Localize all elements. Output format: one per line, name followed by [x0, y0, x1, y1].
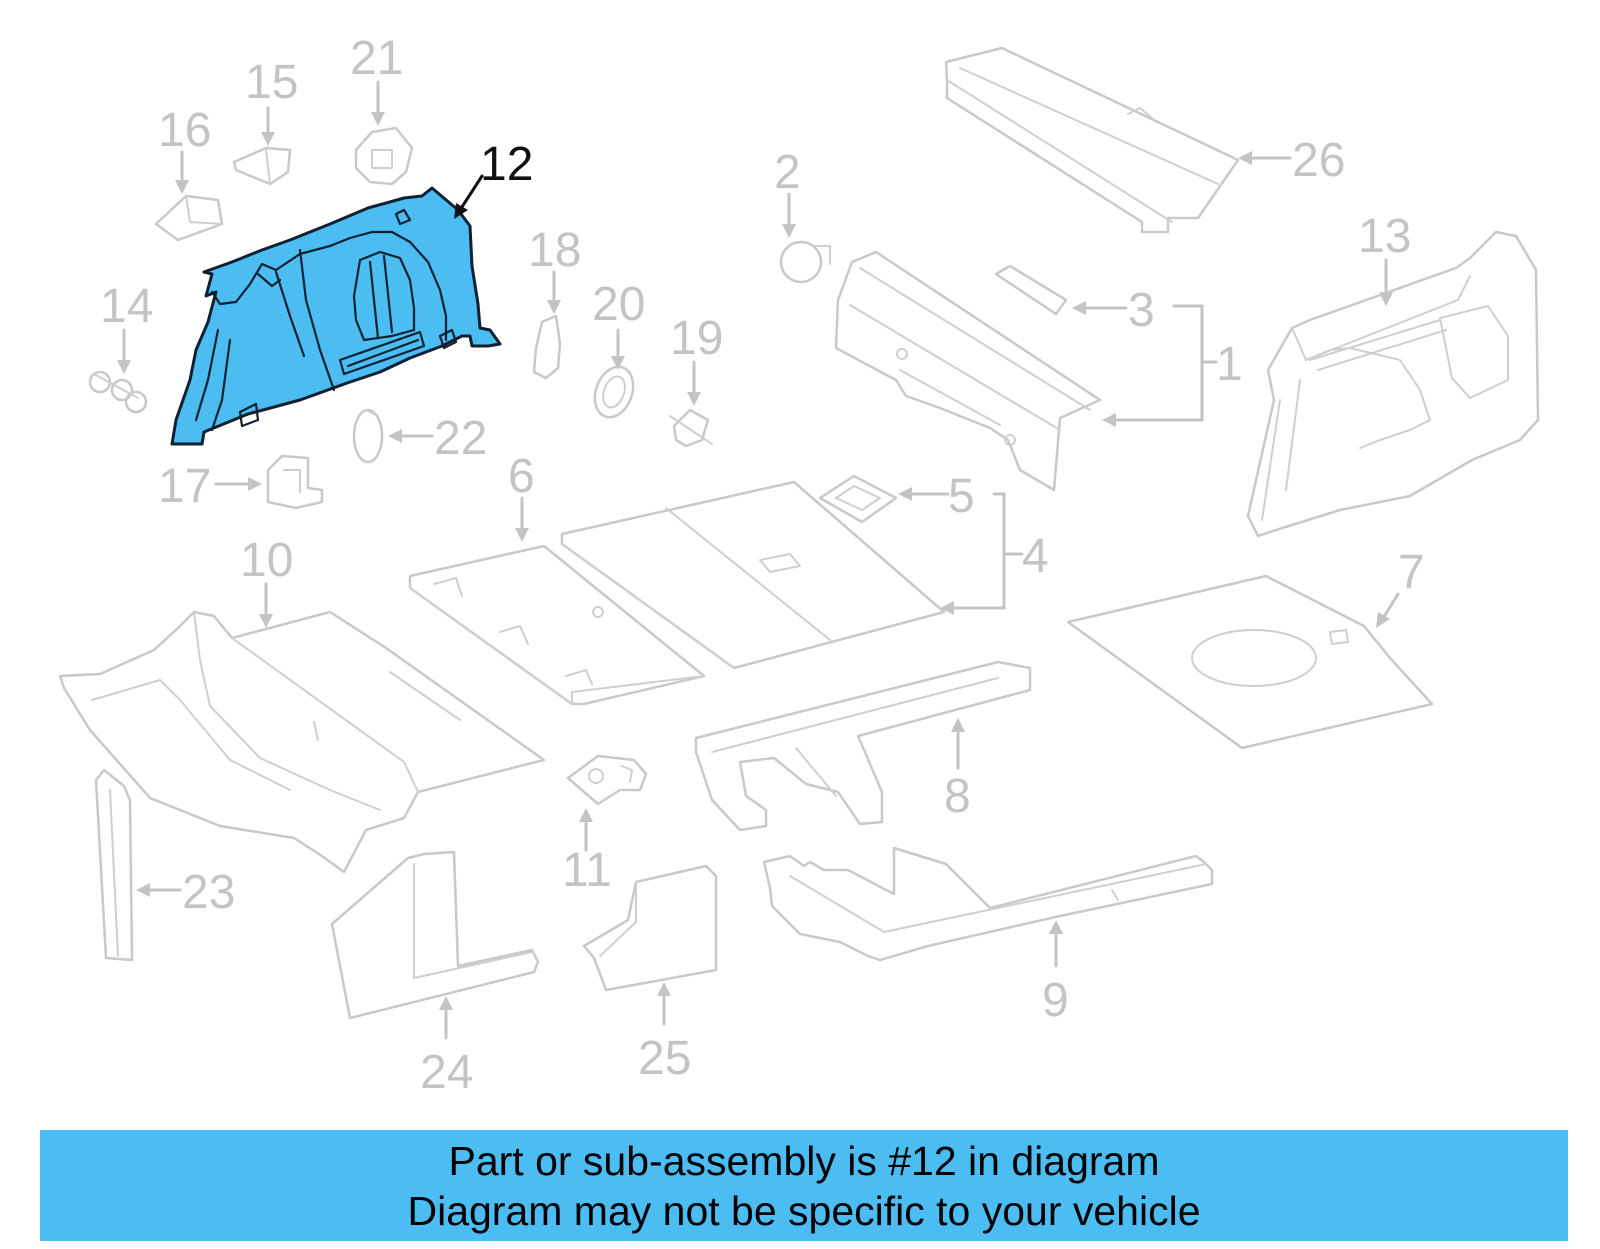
svg-text:25: 25	[638, 1032, 691, 1085]
banner-line-1: Part or sub-assembly is #12 in diagram	[448, 1137, 1160, 1184]
svg-text:5: 5	[948, 470, 975, 523]
part-26-cargo-cover	[944, 46, 1240, 234]
part-16-bracket	[154, 194, 224, 242]
callout-20: 20	[592, 278, 645, 370]
svg-text:14: 14	[100, 280, 153, 333]
svg-text:4: 4	[1022, 530, 1049, 583]
part-24-side-trim	[330, 850, 540, 1020]
callout-14: 14	[100, 280, 153, 374]
part-1-rear-panel	[834, 250, 1102, 492]
part-10-rear-floor	[58, 610, 546, 874]
callout-10: 10	[240, 534, 293, 628]
part-12-left-quarter-trim	[170, 186, 502, 446]
callout-19: 19	[670, 312, 723, 406]
part-5-cover	[818, 474, 898, 524]
part-6-floor-board	[408, 544, 706, 706]
callout-13: 13	[1358, 210, 1411, 306]
svg-text:12: 12	[480, 138, 533, 191]
callout-2: 2	[774, 146, 801, 238]
svg-text:3: 3	[1128, 284, 1155, 337]
svg-text:16: 16	[158, 104, 211, 157]
callout-11: 11	[562, 808, 612, 897]
part-21-retainer	[354, 126, 414, 186]
svg-text:19: 19	[670, 312, 723, 365]
callout-7: 7	[1376, 546, 1425, 628]
info-banner: Part or sub-assembly is #12 in diagram D…	[40, 1130, 1568, 1241]
callout-26: 26	[1238, 134, 1345, 187]
svg-text:2: 2	[774, 146, 801, 199]
callout-15: 15	[245, 56, 298, 146]
part-15-clip	[232, 146, 292, 186]
part-22-cap	[352, 408, 384, 464]
part-14-clip	[88, 370, 148, 414]
part-2-plug	[779, 240, 831, 284]
svg-text:22: 22	[434, 412, 487, 465]
callout-16: 16	[158, 104, 211, 194]
svg-text:13: 13	[1358, 210, 1411, 263]
part-17-bracket	[266, 454, 324, 510]
part-7-mat	[1066, 574, 1434, 750]
part-19-fastener	[669, 408, 713, 448]
callout-1-3: 3 1	[1072, 284, 1243, 427]
part-11-bracket	[566, 754, 648, 806]
svg-text:26: 26	[1292, 134, 1345, 187]
callout-23: 23	[136, 866, 235, 919]
part-3-pad	[994, 264, 1068, 316]
callout-9: 9	[1042, 920, 1069, 1027]
callout-12: 12	[454, 138, 533, 219]
svg-text:17: 17	[158, 460, 211, 513]
part-4-cargo-floor	[560, 480, 946, 670]
svg-text:6: 6	[508, 450, 535, 503]
callout-8: 8	[944, 718, 971, 823]
callout-22: 22	[388, 412, 487, 465]
part-13-right-quarter-trim	[1246, 230, 1540, 538]
svg-text:18: 18	[528, 224, 581, 277]
part-8-crossmember	[694, 660, 1032, 832]
banner-line-2: Diagram may not be specific to your vehi…	[407, 1187, 1201, 1234]
svg-text:23: 23	[182, 866, 235, 919]
part-18-clip	[532, 314, 562, 380]
part-25-panel	[582, 864, 718, 992]
part-20-grommet	[593, 365, 635, 419]
callout-25: 25	[638, 982, 691, 1085]
svg-text:15: 15	[245, 56, 298, 109]
svg-text:21: 21	[350, 32, 403, 85]
callout-18: 18	[528, 224, 581, 314]
callout-24: 24	[420, 996, 473, 1099]
svg-text:1: 1	[1216, 338, 1243, 391]
svg-text:11: 11	[562, 844, 612, 897]
callout-21: 21	[350, 32, 403, 126]
svg-text:20: 20	[592, 278, 645, 331]
svg-text:8: 8	[944, 770, 971, 823]
svg-text:7: 7	[1398, 546, 1425, 599]
svg-text:9: 9	[1042, 974, 1069, 1027]
callout-4-5: 5 4	[898, 470, 1049, 615]
svg-text:10: 10	[240, 534, 293, 587]
callout-6: 6	[508, 450, 535, 542]
svg-text:24: 24	[420, 1046, 473, 1099]
part-9-lower-crossmember	[762, 846, 1214, 962]
callout-17: 17	[158, 460, 262, 513]
part-23-trim-strip	[94, 768, 134, 962]
